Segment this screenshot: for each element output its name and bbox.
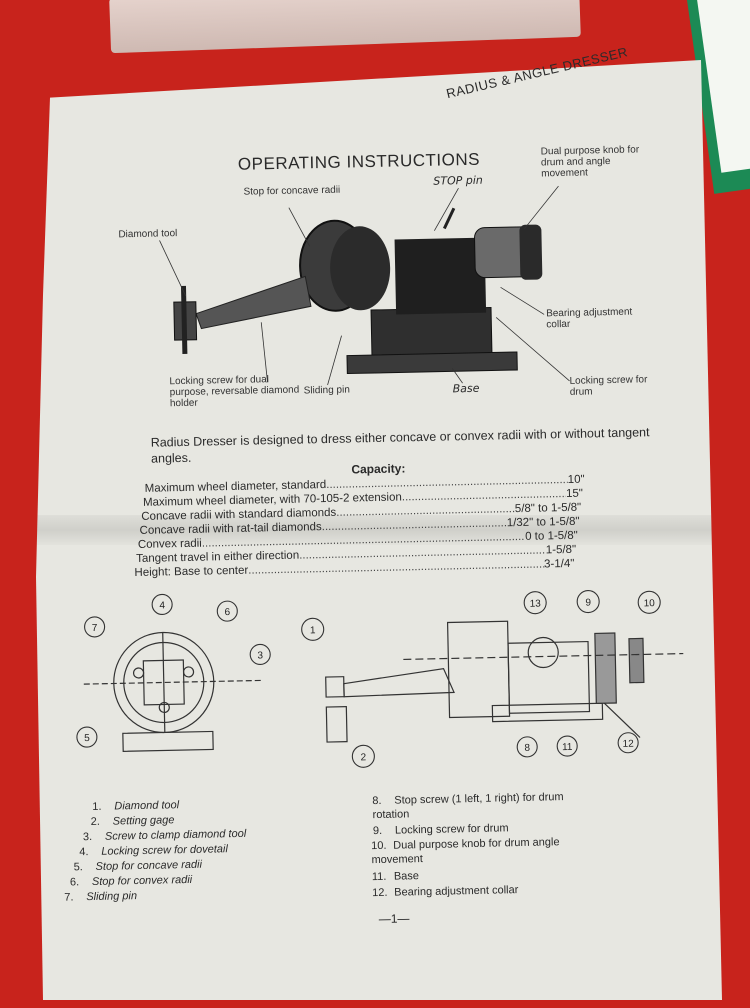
diagram-number: 12 xyxy=(622,739,634,750)
diagram-number: 1 xyxy=(310,625,316,636)
legend-item: 9.Locking screw for drum xyxy=(372,822,509,838)
legend-item: 5.Stop for concave radii xyxy=(73,858,203,874)
diagram-number: 6 xyxy=(224,607,230,618)
legend-item: 11.Base xyxy=(371,870,420,884)
legend-item: 1.Diamond tool xyxy=(92,799,180,813)
diagram-number: 13 xyxy=(530,599,542,610)
diagram-number: 7 xyxy=(92,623,98,634)
legend-item: 7.Sliding pin xyxy=(64,890,138,904)
legend-item: 12.Bearing adjustment collar xyxy=(372,884,519,900)
diagram-number: 11 xyxy=(562,742,573,753)
legend-item: 10.Dual purpose knob for drum angle move… xyxy=(371,836,560,867)
diagram-number: 8 xyxy=(524,743,530,754)
legend-item: 4.Locking screw for dovetail xyxy=(79,843,228,859)
dresser-illustration xyxy=(173,207,543,375)
diagram-number: 2 xyxy=(361,752,367,763)
diagram-number: 3 xyxy=(257,650,263,661)
parts-line-drawing: 7 4 6 3 1 5 2 13 9 10 8 11 12 xyxy=(76,590,684,768)
capacity-title: Capacity: xyxy=(351,461,406,477)
diagram-number: 10 xyxy=(644,598,656,609)
intro-text: Radius Dresser is designed to dress eith… xyxy=(150,425,650,466)
page-number: —1— xyxy=(378,911,410,927)
callout-leaders xyxy=(159,185,570,386)
legend-item: 2.Setting gage xyxy=(90,814,175,829)
legend-item: 8.Stop screw (1 left, 1 right) for drum … xyxy=(372,791,564,822)
legend-item: 6.Stop for convex radii xyxy=(69,873,193,889)
diagram-number: 5 xyxy=(84,733,90,744)
diagram-number: 9 xyxy=(585,597,591,608)
diagram-number: 4 xyxy=(159,600,165,611)
